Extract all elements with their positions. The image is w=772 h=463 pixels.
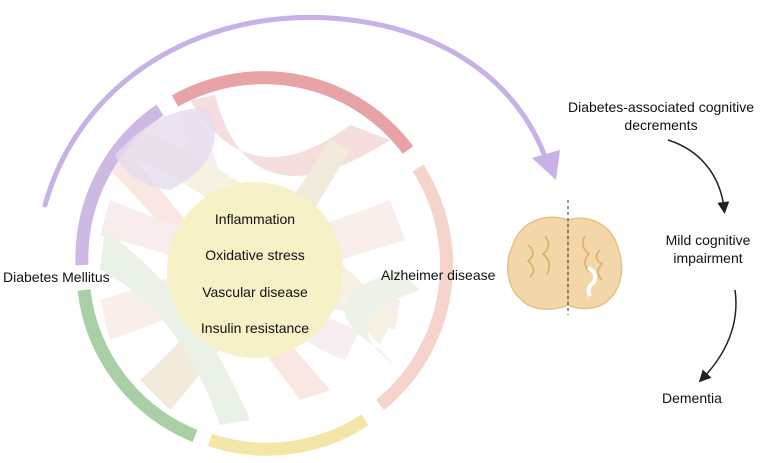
stage-cognitive-decrements: Diabetes-associated cognitive decrements bbox=[552, 98, 770, 134]
label-diabetes-mellitus: Diabetes Mellitus bbox=[3, 269, 110, 285]
label-alzheimer-disease: Alzheimer disease bbox=[381, 267, 496, 283]
stage-dementia: Dementia bbox=[662, 390, 722, 406]
stage1-line2: decrements bbox=[624, 117, 698, 133]
mechanism-oxidative-stress: Oxidative stress bbox=[205, 247, 305, 263]
chord-ring bbox=[75, 71, 453, 456]
ring-segment-green bbox=[77, 289, 198, 443]
stage1-line1: Diabetes-associated cognitive bbox=[568, 99, 754, 115]
ring-segment-peach bbox=[375, 164, 453, 411]
stage2-line2: impairment bbox=[673, 250, 743, 266]
ring-segment-yellow bbox=[207, 414, 369, 456]
curved-arrow-icon bbox=[667, 139, 730, 214]
mechanism-inflammation: Inflammation bbox=[214, 211, 296, 227]
mechanism-insulin-resistance: Insulin resistance bbox=[200, 320, 310, 336]
purple-wash bbox=[115, 107, 215, 190]
ring-segment-purple bbox=[75, 104, 164, 266]
ring-segment-red bbox=[171, 71, 414, 154]
curved-arrow-icon bbox=[698, 289, 737, 383]
arc-arrowhead bbox=[532, 150, 560, 180]
stage-mild-cognitive-impairment: Mild cognitive impairment bbox=[646, 231, 770, 267]
center-circle bbox=[167, 182, 343, 358]
stage2-line1: Mild cognitive bbox=[665, 232, 751, 248]
arc-arrow-icon bbox=[42, 14, 551, 208]
brain-icon bbox=[507, 200, 623, 315]
mechanism-vascular-disease: Vascular disease bbox=[202, 284, 308, 300]
